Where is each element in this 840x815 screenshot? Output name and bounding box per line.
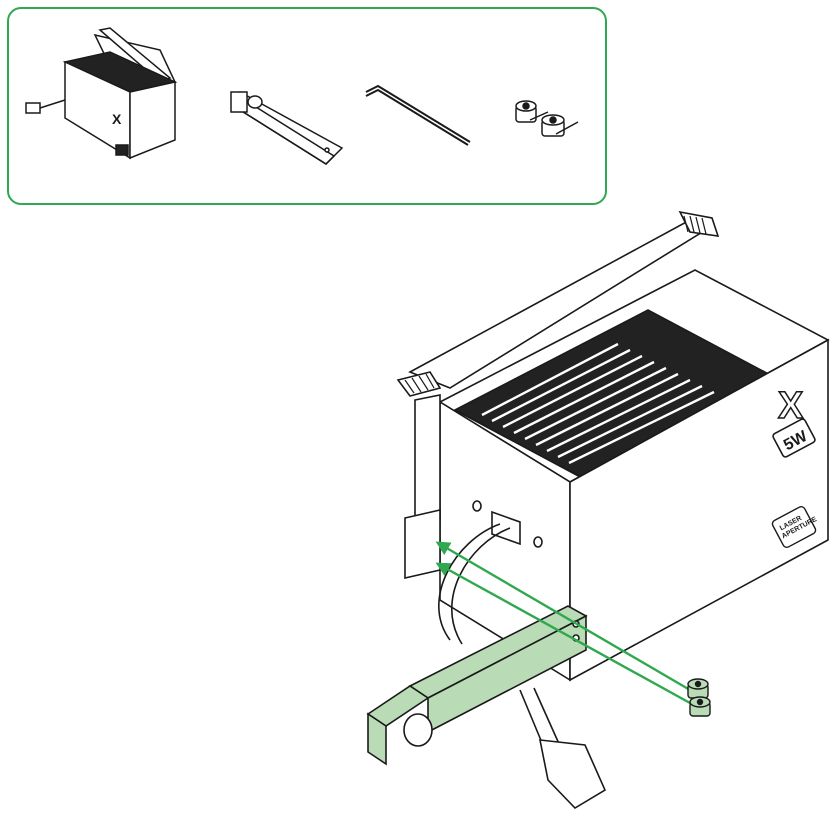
kit-module-logo: X xyxy=(112,111,122,127)
kit-hex-key-icon xyxy=(365,84,471,146)
kit-laser-module-icon: X xyxy=(25,27,178,160)
power-badge-frame xyxy=(772,418,816,458)
kit-mounting-bracket-icon xyxy=(230,91,344,165)
assembly-screws xyxy=(687,678,711,717)
module-branding: X 5W LASER APERTURE xyxy=(771,384,818,548)
assembly-arrows xyxy=(435,541,691,705)
laser-module-body xyxy=(396,210,830,810)
kit-contents-panel xyxy=(7,7,607,205)
highlighted-bracket xyxy=(366,605,588,766)
kit-screws-icon xyxy=(515,100,579,137)
